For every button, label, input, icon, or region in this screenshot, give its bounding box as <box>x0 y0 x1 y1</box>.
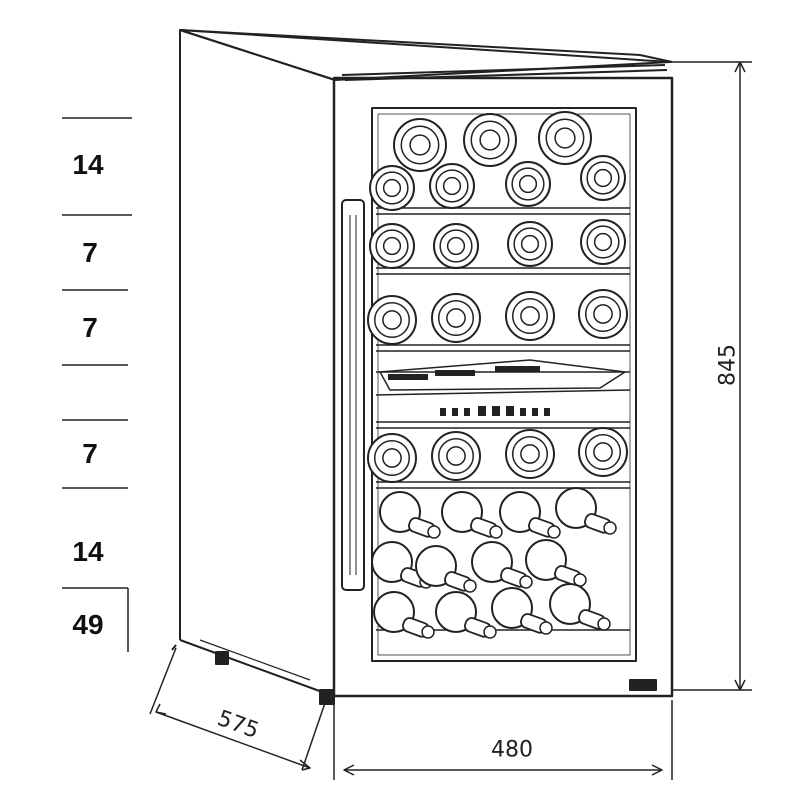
cabinet-body <box>171 29 673 705</box>
width-dimension-label: 480 <box>491 737 533 763</box>
bottle <box>369 223 415 269</box>
bottle-side <box>491 587 553 635</box>
bottle-side <box>373 591 435 639</box>
bottle <box>369 165 415 211</box>
control-panel <box>379 359 626 416</box>
bottle <box>463 113 517 167</box>
bottle <box>578 289 628 339</box>
bottle-side <box>415 545 477 593</box>
door-handle <box>341 199 365 591</box>
bottle <box>580 219 626 265</box>
bottle <box>429 163 475 209</box>
capacity-zone-4: 7 <box>82 438 98 469</box>
bottle <box>538 111 592 165</box>
capacity-zone-2: 7 <box>82 237 98 268</box>
bottle <box>431 431 481 481</box>
bottle <box>505 291 555 341</box>
capacity-zone-5: 14 <box>72 536 104 567</box>
height-dimension-label: 845 <box>715 344 741 386</box>
bottle-side <box>499 491 561 539</box>
bottle <box>433 223 479 269</box>
bottle-side <box>379 491 441 539</box>
bottle-side <box>555 487 617 535</box>
bottle <box>393 118 447 172</box>
bottle-side <box>435 591 497 639</box>
bottle <box>580 155 626 201</box>
bottle-side <box>549 583 611 631</box>
capacity-total: 49 <box>72 609 104 640</box>
bottle <box>505 161 551 207</box>
bottle <box>507 221 553 267</box>
bottle <box>367 433 417 483</box>
bottle <box>505 429 555 479</box>
bottle-side <box>525 539 587 587</box>
capacity-zone-3: 7 <box>82 312 98 343</box>
dimension-lines <box>149 61 752 780</box>
capacity-zone-1: 14 <box>72 149 104 180</box>
bottle-side <box>471 541 533 589</box>
bottle <box>367 295 417 345</box>
bottle-side <box>441 491 503 539</box>
bottle <box>431 293 481 343</box>
capacity-lines <box>62 117 132 652</box>
glass-door <box>332 76 674 698</box>
bottle <box>578 427 628 477</box>
bottles <box>367 111 628 639</box>
